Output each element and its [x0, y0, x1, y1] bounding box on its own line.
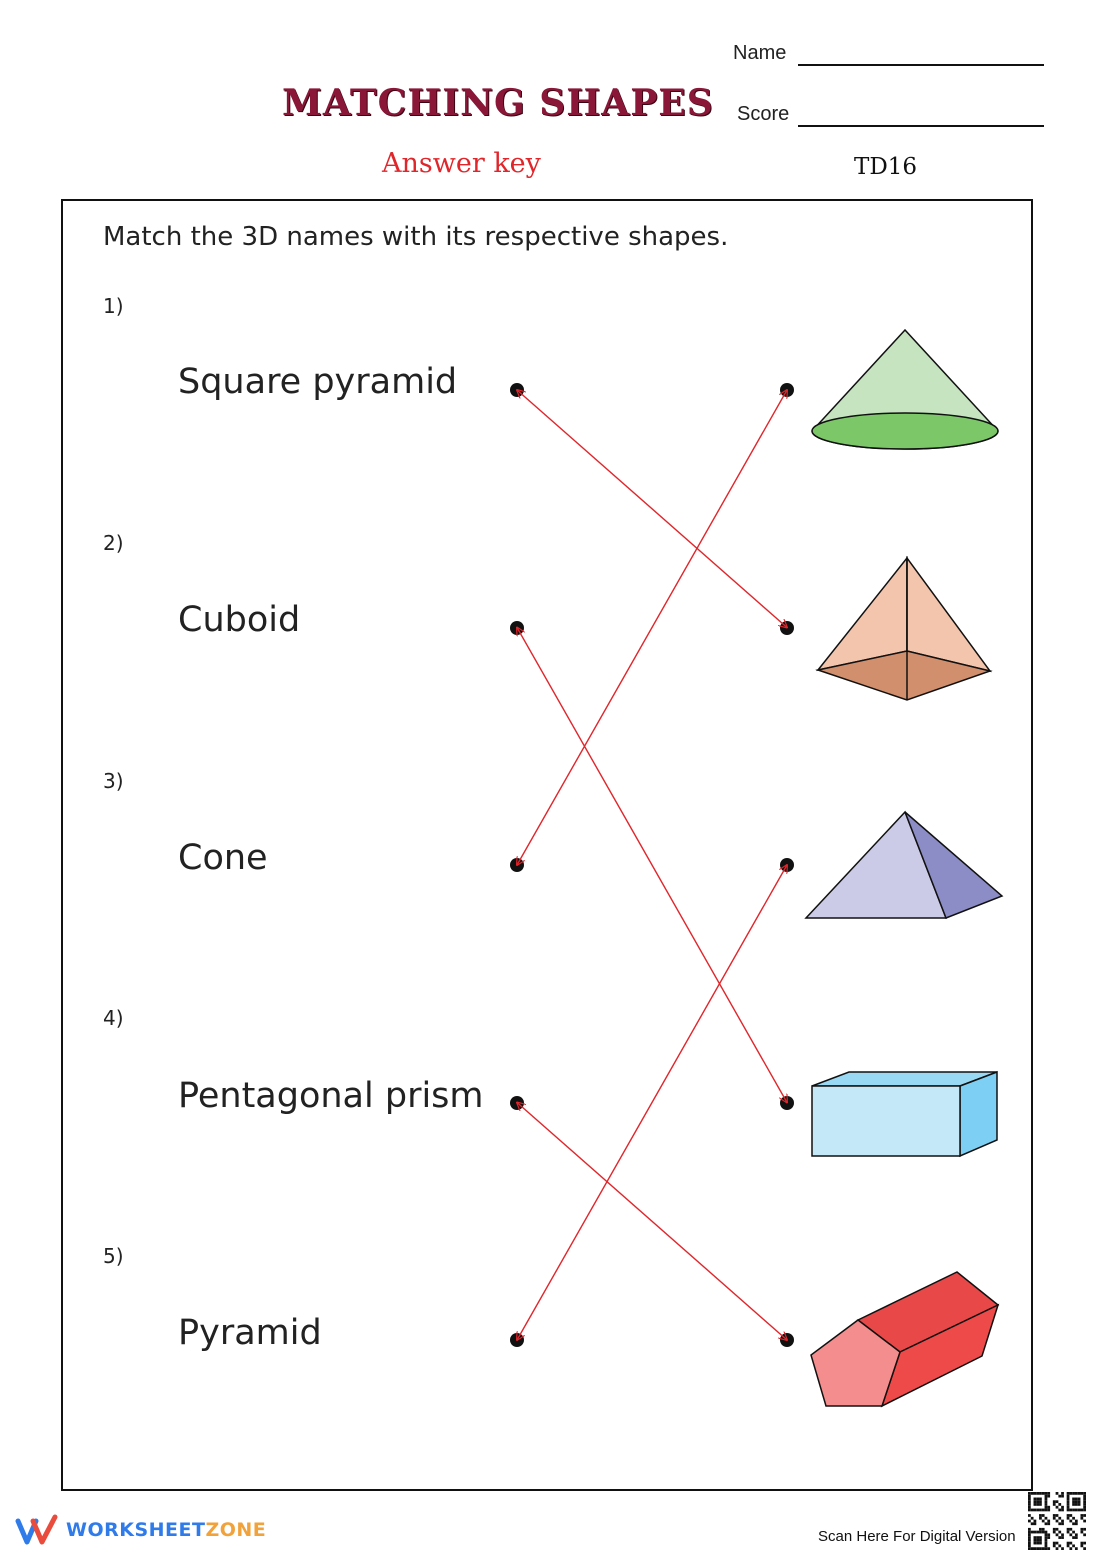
scan-text: Scan Here For Digital Version: [818, 1528, 1016, 1545]
item-name-pyramid: Pyramid: [178, 1313, 322, 1353]
answer-line: [517, 1103, 787, 1341]
pyramid-icon: [804, 810, 1004, 919]
answer-line: [517, 390, 787, 865]
worksheet-frame: [61, 199, 1033, 1491]
name-field-line[interactable]: [798, 64, 1044, 66]
item-number: 1): [103, 294, 124, 318]
worksheet-title: Matching Shapes: [282, 82, 714, 124]
qr-code-icon[interactable]: [1028, 1492, 1086, 1550]
answer-line: [517, 628, 787, 1103]
cone-icon: [811, 328, 999, 450]
worksheetzone-brand[interactable]: WORKSHEETZONE: [66, 1519, 266, 1541]
worksheetzone-logo-icon: [15, 1514, 58, 1545]
square-pyramid-icon: [815, 555, 993, 701]
item-number: 2): [103, 531, 124, 555]
item-number: 3): [103, 769, 124, 793]
worksheet-code: TD16: [854, 154, 918, 180]
name-label: Name: [733, 42, 787, 64]
right-dot[interactable]: [780, 1096, 794, 1110]
item-number: 5): [103, 1244, 124, 1268]
pentagonal-prism-icon: [810, 1271, 1000, 1408]
answer-lines: [517, 390, 787, 1340]
score-field-line[interactable]: [798, 125, 1044, 127]
answer-key-label: Answer key: [382, 148, 541, 179]
cuboid-icon: [811, 1070, 998, 1158]
item-name-pentagonal-prism: Pentagonal prism: [178, 1076, 484, 1116]
item-name-square-pyramid: Square pyramid: [178, 362, 458, 402]
instruction-text: Match the 3D names with its respective s…: [103, 222, 729, 252]
score-label: Score: [737, 103, 790, 125]
brand-part-b: ZONE: [205, 1519, 267, 1541]
item-name-cone: Cone: [178, 838, 268, 878]
brand-part-a: WORKSHEET: [66, 1519, 206, 1541]
item-number: 4): [103, 1006, 124, 1030]
item-name-cuboid: Cuboid: [178, 600, 301, 640]
answer-line: [517, 865, 787, 1340]
answer-line: [517, 390, 787, 628]
